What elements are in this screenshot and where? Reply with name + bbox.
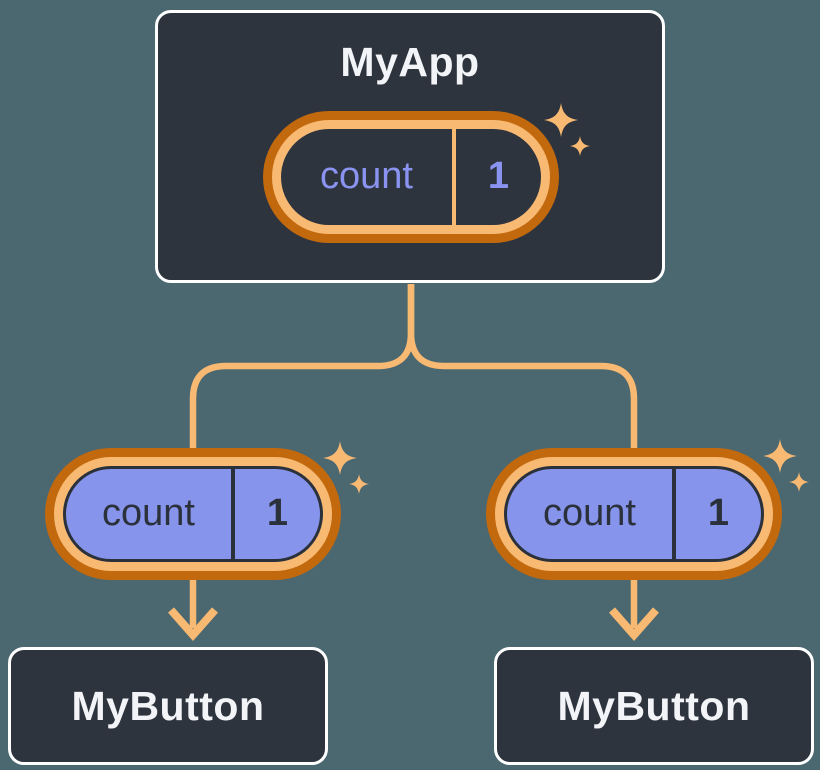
child-component-title: MyButton <box>71 682 265 729</box>
state-name-label: count <box>102 491 195 534</box>
child-state-pill-left: count 1 <box>45 448 341 580</box>
child-state-pill-right: count 1 <box>486 448 782 580</box>
child-component-title: MyButton <box>557 682 751 729</box>
root-component-title: MyApp <box>340 39 480 85</box>
child-component-card-right: MyButton <box>494 647 814 765</box>
branch-line-left <box>189 284 415 628</box>
arrow-down-icon <box>167 607 219 642</box>
state-name-label: count <box>543 491 636 534</box>
branch-line-right <box>407 284 638 628</box>
sparkle-icon <box>763 439 810 493</box>
state-value-label: 1 <box>266 491 289 534</box>
state-value-label: 1 <box>707 491 730 534</box>
child-component-card-left: MyButton <box>8 647 328 765</box>
pill-highlight-ring: count 1 <box>495 457 773 571</box>
arrow-down-icon <box>608 607 660 642</box>
state-name-label: count <box>320 154 413 197</box>
pill-divider <box>452 129 456 225</box>
state-value-label: 1 <box>487 154 510 197</box>
root-state-pill: count 1 <box>263 111 559 243</box>
pill-highlight-ring: count 1 <box>54 457 332 571</box>
pill-highlight-ring: count 1 <box>272 120 550 234</box>
pill-divider <box>672 469 676 559</box>
sparkle-icon <box>323 441 370 495</box>
sparkle-icon <box>544 103 591 157</box>
pill-divider <box>231 469 235 559</box>
